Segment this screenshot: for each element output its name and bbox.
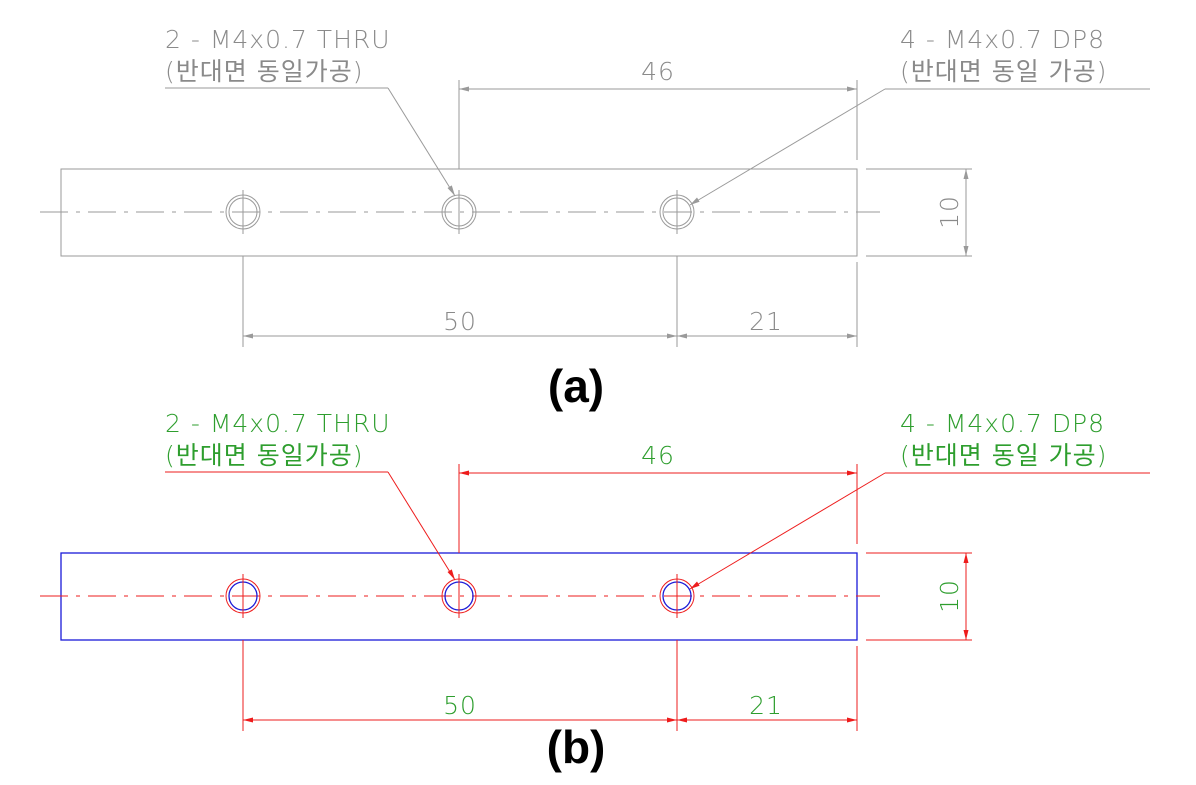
dimension-50-label: 50 [443, 691, 477, 720]
dimension-50-21: 50 21 [242, 256, 858, 347]
callout-thru-line2: (반대면 동일가공) [165, 57, 363, 86]
dimension-10-label: 10 [935, 579, 964, 613]
callout-thru-line1: 2 - M4x0.7 THRU [165, 25, 391, 54]
callout-dp8-line1: 4 - M4x0.7 DP8 [900, 25, 1105, 54]
callout-dp8-line2: (반대면 동일 가공) [900, 441, 1107, 470]
hole-2 [441, 190, 477, 234]
hole-3 [659, 190, 695, 234]
dimension-10: 10 [866, 168, 972, 257]
callout-thru: 2 - M4x0.7 THRU (반대면 동일가공) [165, 25, 456, 197]
caption-a: (a) [548, 360, 604, 412]
dimension-21-label: 21 [749, 307, 783, 336]
callout-dp8: 4 - M4x0.7 DP8 (반대면 동일 가공) [689, 409, 1150, 590]
dimension-50-label: 50 [443, 307, 477, 336]
caption-b: (b) [547, 721, 606, 773]
dimension-46-label: 46 [641, 441, 675, 470]
dimension-21-label: 21 [749, 691, 783, 720]
callout-dp8-line1: 4 - M4x0.7 DP8 [900, 409, 1105, 438]
callout-thru-line2: (반대면 동일가공) [165, 441, 363, 470]
dimension-46-label: 46 [641, 57, 675, 86]
hole-3 [659, 574, 695, 618]
hole-1 [225, 190, 261, 234]
dimension-10-label: 10 [935, 195, 964, 229]
dimension-46: 46 [458, 57, 858, 169]
drawing-view-a: 46 10 50 21 2 - M4x0.7 THRU (반대 [40, 25, 1150, 412]
hole-1 [225, 574, 261, 618]
dimension-50-21: 50 21 [242, 640, 858, 731]
drawing-view-b: 46 10 50 21 2 - M4x0.7 THRU (반대면 동일가공) [40, 409, 1150, 773]
dimension-10: 10 [866, 552, 972, 641]
hole-2 [441, 574, 477, 618]
callout-dp8: 4 - M4x0.7 DP8 (반대면 동일 가공) [689, 25, 1150, 206]
callout-thru-line1: 2 - M4x0.7 THRU [165, 409, 391, 438]
callout-thru: 2 - M4x0.7 THRU (반대면 동일가공) [165, 409, 456, 581]
dimension-46: 46 [458, 441, 858, 553]
callout-dp8-line2: (반대면 동일 가공) [900, 57, 1107, 86]
